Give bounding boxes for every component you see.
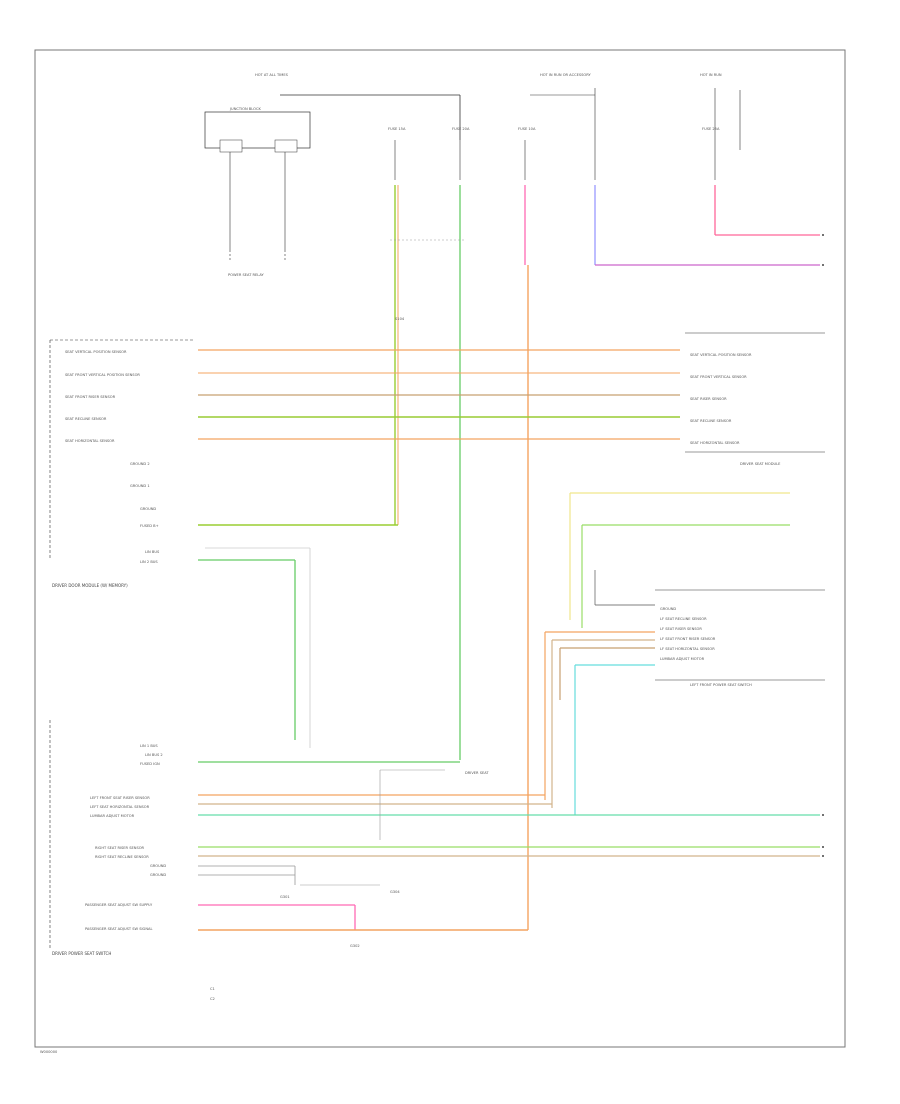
top-wires [390,185,820,930]
ground-mid: G304 [390,890,400,894]
label-fuse-d: FUSE 25A [702,127,720,131]
left-module-footer: DRIVER POWER SEAT SWITCH [52,951,111,956]
connector-note: DRIVER SEAT [465,771,489,775]
left-pin-label: LUMBAR ADJUST MOTOR [90,814,135,818]
lumbar-pin-label: LF SEAT HORIZONTAL SENSOR [660,647,715,651]
left-pin-label: FUSED B+ [140,524,159,528]
left-pin-label: PASSENGER SEAT ADJUST SW SUPPLY [85,903,153,907]
ground-right: G302 [350,944,360,948]
label-hot-acc: HOT IN RUN OR ACCESSORY [540,73,592,77]
label-power-relay: POWER SEAT RELAY [228,273,265,277]
label-hot-in-run: HOT IN RUN [700,73,722,77]
left-module-title: DRIVER DOOR MODULE (W/ MEMORY) [52,583,128,588]
left-pin-label: PASSENGER SEAT ADJUST SW SIGNAL [85,927,152,931]
right-module-caption: DRIVER SEAT MODULE [740,462,781,466]
left-pin-label: GROUND 1 [130,484,150,488]
legend: C1 C2 [210,987,215,1001]
label-hot-at-all-times: HOT AT ALL TIMES [255,73,289,77]
left-pin-label: SEAT HORIZONTAL SENSOR [65,439,115,443]
lumbar-pin-label: GROUND [660,607,676,611]
lumbar-pin-label: LF SEAT RISER SENSOR [660,627,702,631]
lumbar-switch: GROUND LF SEAT RECLINE SENSOR LF SEAT RI… [544,492,825,815]
left-pin-label: GROUND 2 [130,462,150,466]
left-pin-label: SEAT FRONT VERTICAL POSITION SENSOR [65,373,140,377]
left-pin-label: RIGHT SEAT RECLINE SENSOR [95,855,149,859]
lumbar-caption: LEFT FRONT POWER SEAT SWITCH [690,683,752,687]
relay-block: HOT AT ALL TIMES JUNCTION BLOCK POWER SE… [204,73,461,277]
left-pin-label: LIN BUS 2 [145,753,163,757]
lumbar-pin-label: LUMBAR ADJUST MOTOR [660,657,705,661]
right-pin-label: SEAT FRONT VERTICAL SENSOR [690,375,747,379]
left-pin-label: SEAT VERTICAL POSITION SENSOR [65,350,127,354]
right-module: SEAT VERTICAL POSITION SENSOR SEAT FRONT… [685,332,825,466]
legend-item: C1 [210,987,215,991]
left-pin-label: LIN BUS [145,550,160,554]
right-pin-label: SEAT VERTICAL POSITION SENSOR [690,353,752,357]
label-fuse-a: FUSE 15A [388,127,406,131]
sensor-wires [198,349,680,748]
label-fuse-c: FUSE 10A [518,127,536,131]
lumbar-pin-label: LF SEAT FRONT RISER SENSOR [660,637,716,641]
left-pin-label: LIN 2 BUS [140,560,158,564]
right-pin-label: SEAT RECLINE SENSOR [690,419,732,423]
left-pin-label: LEFT SEAT HORIZONTAL SENSOR [90,805,150,809]
right-pin-label: SEAT RISER SENSOR [690,397,727,401]
left-pin-label: LEFT FRONT SEAT RISER SENSOR [90,796,150,800]
fuse-columns: FUSE 15A FUSE 20A FUSE 10A HOT IN RUN OR… [388,73,741,180]
label-fuse-block: JUNCTION BLOCK [229,107,261,111]
left-module: DRIVER DOOR MODULE (W/ MEMORY) DRIVER PO… [49,339,195,956]
legend-item: C2 [210,997,215,1001]
label-fuse-b: FUSE 20A [452,127,470,131]
ground-left: G301 [280,895,290,899]
left-pin-label: LIN 1 BUS [140,744,158,748]
lower-wires: DRIVER SEAT G301 G304 G302 S104 [198,317,820,948]
right-pin-label: SEAT HORIZONTAL SENSOR [690,441,740,445]
left-pin-label: FUSED IGN [140,762,160,766]
edge-terminals [822,234,824,857]
splice-label: S104 [395,317,405,321]
left-pin-label: RIGHT SEAT RISER SENSOR [95,846,145,850]
left-pin-label: GROUND [150,873,166,877]
diagram-border [34,49,846,1048]
lumbar-pin-label: LF SEAT RECLINE SENSOR [660,617,707,621]
left-pin-label: GROUND [140,507,156,511]
left-pin-label: SEAT RECLINE SENSOR [65,417,107,421]
left-pin-label: GROUND [150,864,166,868]
footer-code: W000000 [40,1050,58,1054]
left-pin-label: SEAT FRONT RISER SENSOR [65,395,116,399]
